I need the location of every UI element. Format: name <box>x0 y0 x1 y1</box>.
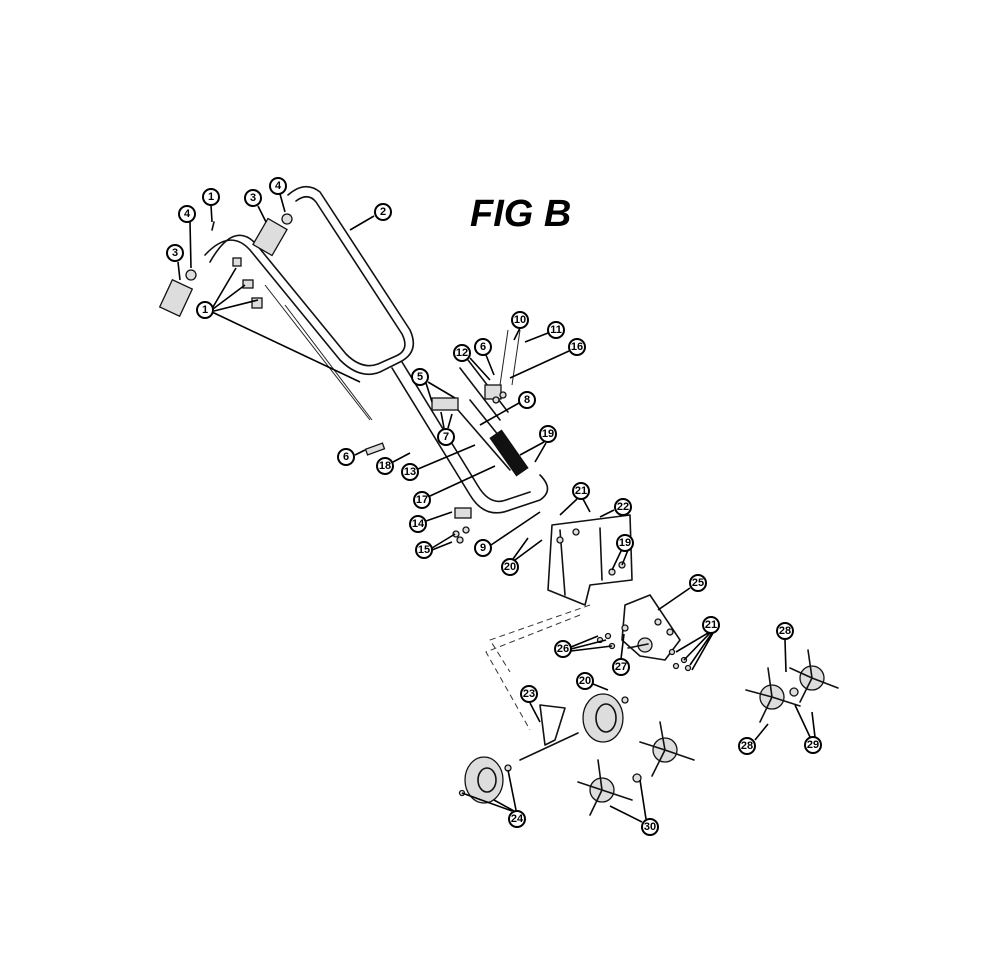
callout-label: 15 <box>418 544 430 556</box>
callout-2[interactable]: 2 <box>374 203 392 221</box>
callout-8[interactable]: 8 <box>518 391 536 409</box>
callout-27[interactable]: 27 <box>612 658 630 676</box>
tine-assembly <box>632 721 695 783</box>
callout-label: 7 <box>443 431 449 443</box>
callout-5[interactable]: 5 <box>411 368 429 386</box>
callout-label: 18 <box>379 460 391 472</box>
callout-label: 20 <box>579 675 591 687</box>
callout-19[interactable]: 19 <box>539 425 557 443</box>
callout-label: 2 <box>380 206 386 218</box>
callout-20[interactable]: 20 <box>501 558 519 576</box>
callout-24[interactable]: 24 <box>508 810 526 828</box>
transmission <box>596 594 692 672</box>
callout-9[interactable]: 9 <box>474 539 492 557</box>
control-cable <box>264 284 373 421</box>
figure-title: FIG B <box>470 193 571 235</box>
callout-label: 6 <box>480 341 486 353</box>
callout-21[interactable]: 21 <box>572 482 590 500</box>
tine-shaft-grip <box>489 429 529 477</box>
callout-4[interactable]: 4 <box>269 177 287 195</box>
hand-grip-left <box>158 269 197 318</box>
callout-23[interactable]: 23 <box>520 685 538 703</box>
callout-label: 22 <box>617 501 629 513</box>
hand-grip-right <box>252 213 293 257</box>
callout-12[interactable]: 12 <box>453 344 471 362</box>
callout-label: 29 <box>807 739 819 751</box>
tine-assembly <box>789 649 839 703</box>
handle-bracket <box>484 329 521 404</box>
callout-26[interactable]: 26 <box>554 640 572 658</box>
callout-label: 16 <box>571 341 583 353</box>
callout-label: 26 <box>557 643 569 655</box>
tine-assembly <box>577 759 633 816</box>
callout-label: 10 <box>514 314 526 326</box>
callout-label: 1 <box>208 191 214 203</box>
callout-label: 11 <box>550 324 562 336</box>
callout-label: 19 <box>619 537 631 549</box>
callout-label: 28 <box>741 740 753 752</box>
callout-30[interactable]: 30 <box>641 818 659 836</box>
upper-handle <box>204 185 415 376</box>
tine-shield <box>547 514 633 606</box>
callout-4[interactable]: 4 <box>178 205 196 223</box>
callout-label: 9 <box>480 542 486 554</box>
callout-21[interactable]: 21 <box>702 616 720 634</box>
height-clamp <box>431 397 472 544</box>
callout-13[interactable]: 13 <box>401 463 419 481</box>
callout-label: 19 <box>542 428 554 440</box>
wheel <box>458 756 512 804</box>
callout-28[interactable]: 28 <box>776 622 794 640</box>
callout-16[interactable]: 16 <box>568 338 586 356</box>
callout-label: 1 <box>202 304 208 316</box>
callout-label: 27 <box>615 661 627 673</box>
callout-label: 12 <box>456 347 468 359</box>
callout-label: 13 <box>404 466 416 478</box>
callout-label: 5 <box>417 371 423 383</box>
callout-1[interactable]: 1 <box>202 188 220 206</box>
callout-label: 3 <box>172 247 178 259</box>
callout-20[interactable]: 20 <box>576 672 594 690</box>
pin <box>364 442 386 456</box>
callout-10[interactable]: 10 <box>511 311 529 329</box>
callout-label: 14 <box>412 518 425 530</box>
callout-19[interactable]: 19 <box>616 534 634 552</box>
callout-label: 24 <box>511 813 524 825</box>
callout-label: 17 <box>416 494 428 506</box>
callout-label: 8 <box>524 394 530 406</box>
callout-label: 4 <box>275 180 282 192</box>
callout-label: 23 <box>523 688 535 700</box>
callout-29[interactable]: 29 <box>804 736 822 754</box>
callout-28[interactable]: 28 <box>738 737 756 755</box>
callout-label: 30 <box>644 821 656 833</box>
tine-assembly <box>745 667 801 723</box>
callout-6[interactable]: 6 <box>474 338 492 356</box>
callout-15[interactable]: 15 <box>415 541 433 559</box>
wheel <box>582 693 629 743</box>
callout-1[interactable]: 1 <box>196 301 214 319</box>
leader-lines <box>177 193 816 823</box>
callout-label: 3 <box>250 192 256 204</box>
callouts: 1 4 3 4 2 3 1 10 11 6 12 16 5 8 7 19 6 1… <box>166 177 822 836</box>
callout-6[interactable]: 6 <box>337 448 355 466</box>
callout-label: 4 <box>184 208 191 220</box>
wheel-bracket-outline <box>485 604 591 731</box>
callout-label: 20 <box>504 561 516 573</box>
callout-3[interactable]: 3 <box>166 244 184 262</box>
callout-label: 21 <box>575 485 587 497</box>
callout-label: 25 <box>692 577 704 589</box>
callout-label: 28 <box>779 625 791 637</box>
wheel-bracket <box>519 704 579 761</box>
callout-7[interactable]: 7 <box>437 428 455 446</box>
callout-3[interactable]: 3 <box>244 189 262 207</box>
callout-25[interactable]: 25 <box>689 574 707 592</box>
callout-11[interactable]: 11 <box>547 321 565 339</box>
callout-18[interactable]: 18 <box>376 457 394 475</box>
callout-14[interactable]: 14 <box>409 515 427 533</box>
callout-label: 21 <box>705 619 717 631</box>
callout-label: 6 <box>343 451 349 463</box>
throttle-parts <box>211 221 263 309</box>
callout-22[interactable]: 22 <box>614 498 632 516</box>
callout-17[interactable]: 17 <box>413 491 431 509</box>
